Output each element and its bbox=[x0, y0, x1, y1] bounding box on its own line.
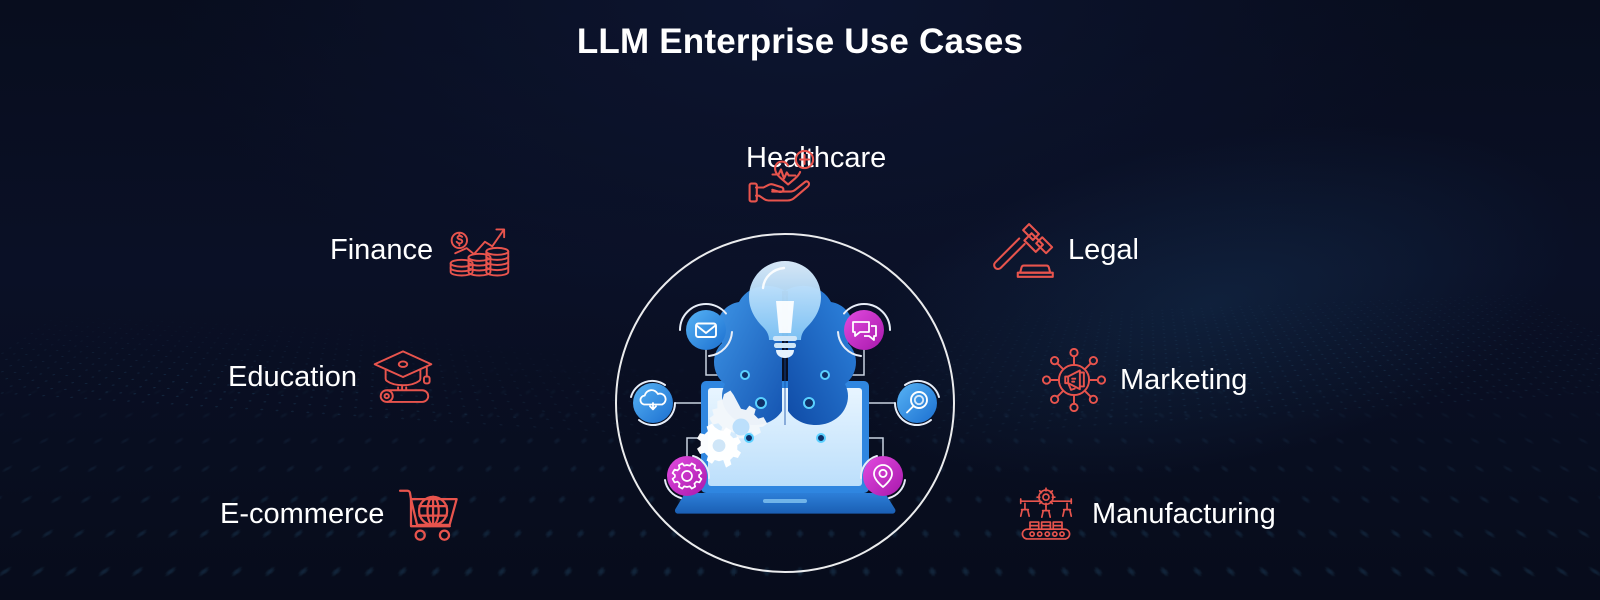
lightbulb bbox=[749, 261, 821, 358]
spoke-legal[interactable]: Legal bbox=[990, 218, 1139, 282]
spoke-marketing[interactable]: Marketing bbox=[1042, 348, 1247, 412]
spoke-healthcare[interactable]: Healthcare bbox=[746, 142, 887, 175]
spoke-manufacturing[interactable]: Manufacturing bbox=[1014, 482, 1276, 546]
robot-arm-conveyor-icon bbox=[1019, 487, 1073, 540]
node-location bbox=[859, 455, 906, 499]
spoke-ecommerce-label: E-commerce bbox=[220, 497, 385, 530]
page-title: LLM Enterprise Use Cases bbox=[576, 22, 1024, 61]
spoke-healthcare-label: Healthcare bbox=[746, 142, 887, 174]
hand-heart-pulse-icon bbox=[748, 149, 815, 203]
spoke-marketing-label: Marketing bbox=[1120, 363, 1248, 396]
spoke-education[interactable]: Education bbox=[228, 345, 435, 409]
node-cloud bbox=[630, 379, 677, 427]
spoke-education-label: Education bbox=[228, 360, 357, 393]
spoke-manufacturing-label: Manufacturing bbox=[1092, 497, 1276, 530]
node-chat bbox=[837, 302, 891, 357]
node-settings bbox=[664, 455, 711, 499]
shopping-cart-globe-icon bbox=[399, 489, 459, 541]
megaphone-network-icon bbox=[1042, 348, 1106, 412]
spoke-finance[interactable]: Finance bbox=[330, 218, 511, 282]
circle-outline bbox=[615, 233, 955, 573]
node-email bbox=[679, 302, 733, 357]
center-illustration bbox=[615, 233, 955, 573]
graduation-cap-diploma-icon bbox=[373, 350, 433, 403]
spoke-ecommerce[interactable]: E-commerce bbox=[220, 482, 462, 546]
gavel-icon bbox=[993, 223, 1054, 278]
coins-growth-chart-icon bbox=[449, 228, 510, 277]
node-search bbox=[893, 379, 940, 427]
spoke-legal-label: Legal bbox=[1068, 233, 1139, 266]
gear-icon bbox=[709, 390, 768, 439]
spoke-finance-label: Finance bbox=[330, 233, 434, 266]
brain-lightbulb-laptop-illustration bbox=[630, 261, 940, 514]
